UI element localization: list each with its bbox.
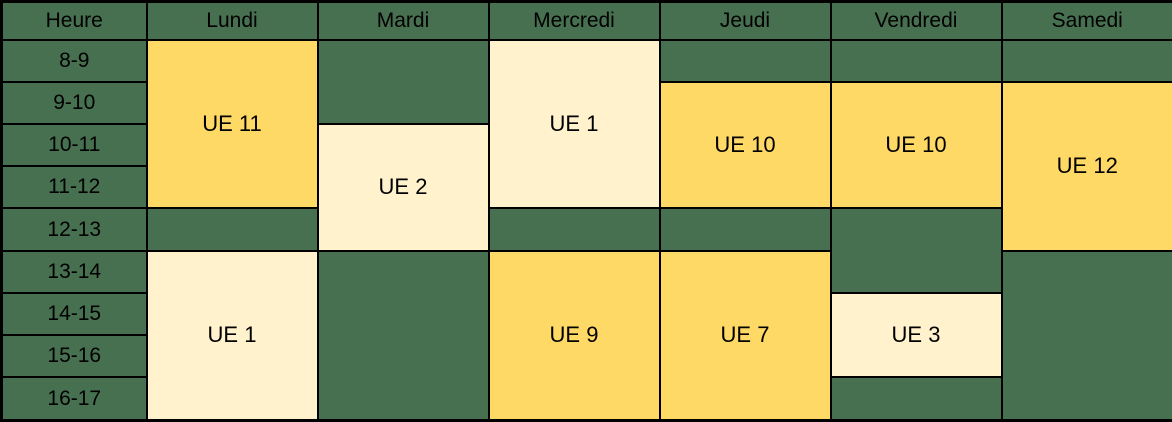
header-vendredi: Vendredi xyxy=(829,0,1003,41)
empty-cell-vendredi-8-9 xyxy=(829,38,1003,83)
row-9-10: 9-10 UE 10 UE 10 UE 12 xyxy=(0,80,1172,252)
empty-cell-samedi-8-9 xyxy=(1000,38,1172,83)
empty-cell-lundi-12-13 xyxy=(145,207,319,252)
course-cell-vendredi-ue3: UE 3 xyxy=(829,291,1003,379)
time-slot-9-10: 9-10 xyxy=(0,80,148,125)
header-heure: Heure xyxy=(0,0,148,41)
empty-cell-mardi-13-17 xyxy=(316,249,490,422)
empty-cell-mardi-8-10 xyxy=(316,38,490,125)
row-8-9: 8-9 UE 11 UE 1 xyxy=(0,38,1172,210)
row-10-11: 10-11 UE 2 xyxy=(0,122,1172,252)
course-cell-lundi-ue11: UE 11 xyxy=(145,38,319,210)
time-slot-14-15: 14-15 xyxy=(0,291,148,337)
empty-cell-mercredi-12-13 xyxy=(487,207,661,252)
header-row: Heure Lundi Mardi Mercredi Jeudi Vendred… xyxy=(0,0,1172,41)
header-lundi: Lundi xyxy=(145,0,319,41)
course-cell-mardi-ue2: UE 2 xyxy=(316,122,490,252)
course-cell-vendredi-ue10: UE 10 xyxy=(829,80,1003,210)
course-cell-mercredi-ue1: UE 1 xyxy=(487,38,661,210)
time-slot-12-13: 12-13 xyxy=(0,207,148,252)
course-cell-jeudi-ue7: UE 7 xyxy=(658,249,832,422)
course-cell-lundi-ue1: UE 1 xyxy=(145,249,319,422)
time-slot-8-9: 8-9 xyxy=(0,38,148,83)
row-11-12: 11-12 xyxy=(0,165,1172,210)
header-jeudi: Jeudi xyxy=(658,0,832,41)
row-14-15: 14-15 UE 3 xyxy=(0,291,1172,379)
header-mercredi: Mercredi xyxy=(487,0,661,41)
time-slot-10-11: 10-11 xyxy=(0,122,148,168)
header-mardi: Mardi xyxy=(316,0,490,41)
time-slot-16-17: 16-17 xyxy=(0,376,148,422)
course-cell-jeudi-ue10: UE 10 xyxy=(658,80,832,210)
row-16-17: 16-17 xyxy=(0,376,1172,422)
row-15-16: 15-16 xyxy=(0,334,1172,379)
course-cell-samedi-ue12: UE 12 xyxy=(1000,80,1172,252)
row-12-13: 12-13 xyxy=(0,207,1172,294)
header-samedi: Samedi xyxy=(1000,0,1172,41)
time-slot-15-16: 15-16 xyxy=(0,334,148,379)
empty-cell-vendredi-12-14 xyxy=(829,207,1003,294)
empty-cell-jeudi-12-13 xyxy=(658,207,832,252)
course-cell-mercredi-ue9: UE 9 xyxy=(487,249,661,422)
time-slot-11-12: 11-12 xyxy=(0,165,148,210)
empty-cell-samedi-13-17 xyxy=(1000,249,1172,422)
empty-cell-vendredi-16-17 xyxy=(829,376,1003,422)
time-slot-13-14: 13-14 xyxy=(0,249,148,294)
empty-cell-jeudi-8-9 xyxy=(658,38,832,83)
